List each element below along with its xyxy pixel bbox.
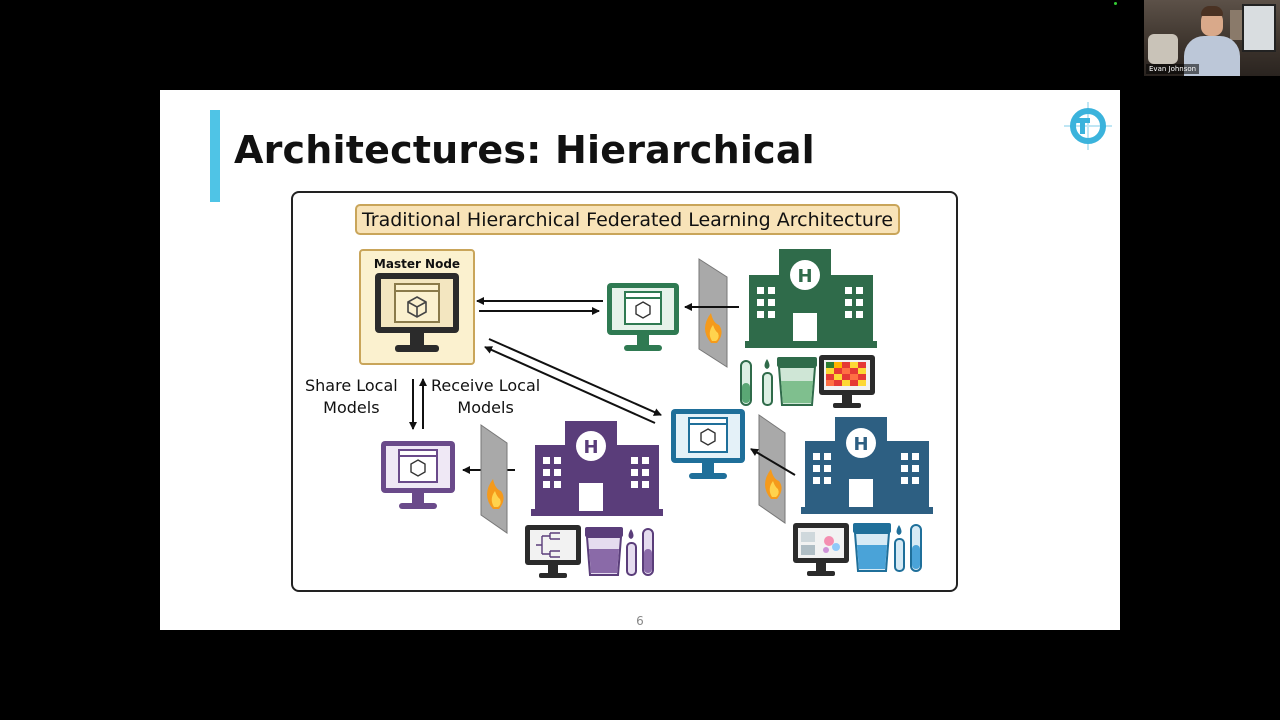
webcam-thumbnail[interactable]: Evan Johnson: [1144, 0, 1280, 76]
share-label-line2: Models: [323, 398, 380, 417]
arrow-master-to-blue: [488, 338, 662, 416]
participant-name: Evan Johnson: [1146, 64, 1200, 74]
arrow-blue-hospital-to-client: [750, 448, 796, 476]
purple-hospital-letter: H: [583, 437, 598, 458]
purple-client-computer-icon: [381, 441, 455, 509]
blue-firewall-icon: [758, 414, 786, 524]
master-node-label: Master Node: [373, 257, 461, 271]
webcam-person-hair: [1201, 6, 1223, 16]
green-heatmap-monitor-icon: [819, 355, 875, 408]
share-label-line1: Share Local: [305, 376, 398, 395]
receive-local-models-label: Receive Local Models: [431, 375, 540, 419]
blue-hospital-icon: H: [801, 417, 933, 514]
recording-indicator: [1114, 2, 1117, 5]
slide-page-number: 6: [636, 614, 644, 628]
presentation-slide: Architectures: Hierarchical Traditional …: [160, 90, 1120, 630]
share-local-models-label: Share Local Models: [305, 375, 398, 419]
blue-client-computer-icon: [671, 409, 745, 479]
purple-samples-icon: [585, 527, 654, 576]
webcam-chair: [1148, 34, 1178, 64]
slide-title: Architectures: Hierarchical: [234, 128, 815, 172]
receive-label-line1: Receive Local: [431, 376, 541, 395]
blue-samples-icon: [853, 523, 922, 572]
diagram-graphics: H: [375, 249, 933, 578]
diagram-title: Traditional Hierarchical Federated Learn…: [355, 204, 900, 235]
purple-tree-monitor-icon: [525, 525, 581, 578]
master-computer-icon: [375, 273, 459, 352]
blue-imaging-monitor-icon: [793, 523, 849, 576]
company-logo-icon: [1064, 102, 1112, 150]
blue-hospital-letter: H: [853, 434, 868, 455]
purple-firewall-icon: [480, 424, 508, 534]
receive-label-line2: Models: [457, 398, 514, 417]
purple-hospital-icon: H: [531, 421, 663, 516]
green-client-computer-icon: [607, 283, 679, 351]
webcam-person-head: [1201, 10, 1223, 36]
green-samples-icon: [740, 357, 817, 406]
green-hospital-icon: H: [745, 249, 877, 348]
green-firewall-icon: [698, 258, 728, 368]
webcam-window: [1242, 4, 1276, 52]
arrow-blue-to-master: [484, 346, 656, 424]
architecture-diagram: Traditional Hierarchical Federated Learn…: [291, 191, 958, 592]
title-accent-bar: [210, 110, 220, 202]
green-hospital-letter: H: [797, 266, 812, 287]
